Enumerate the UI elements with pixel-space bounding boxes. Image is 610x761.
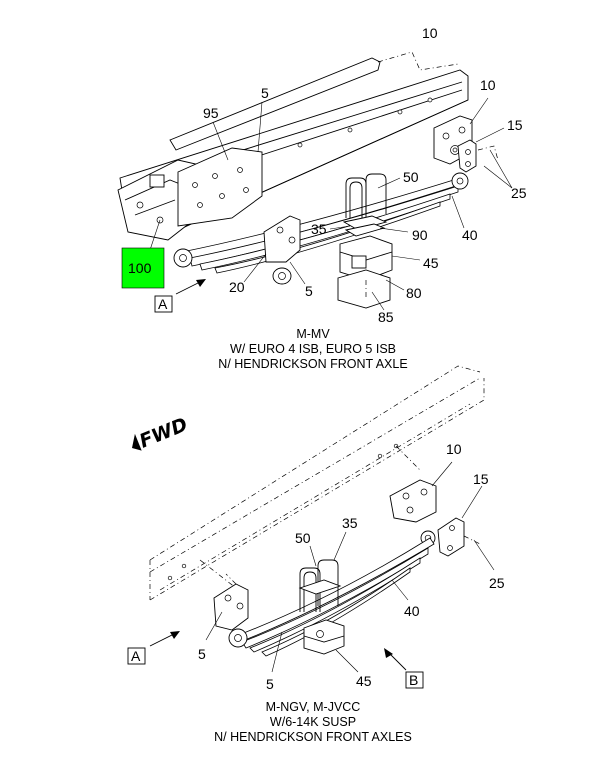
bottom-frame-rail — [149, 365, 485, 601]
top-plate-95 — [177, 147, 263, 227]
callout-90[interactable]: 90 — [412, 227, 428, 243]
top-caption-line-3: N/ HENDRICKSON FRONT AXLE — [218, 357, 407, 371]
bottom-axle-seat — [303, 619, 345, 655]
callout-50-bottom[interactable]: 50 — [295, 530, 311, 546]
callout-40[interactable]: 40 — [462, 227, 478, 243]
callout-45[interactable]: 45 — [423, 255, 439, 271]
callout-5-bottom-hanger[interactable]: 5 — [198, 646, 206, 662]
callout-25[interactable]: 25 — [511, 185, 527, 201]
top-axle-seat — [337, 235, 393, 309]
callout-95[interactable]: 95 — [203, 105, 219, 121]
callout-85[interactable]: 85 — [378, 309, 394, 325]
top-shackle — [457, 139, 499, 173]
callout-50[interactable]: 50 — [403, 169, 419, 185]
callout-10-top[interactable]: 10 — [422, 25, 438, 41]
callout-80[interactable]: 80 — [406, 285, 422, 301]
callout-25-bottom[interactable]: 25 — [489, 575, 505, 591]
callout-35[interactable]: 35 — [311, 221, 327, 237]
top-leader-lines — [149, 97, 513, 311]
bottom-u-bolts — [298, 559, 342, 612]
top-caption-line-2: W/ EURO 4 ISB, EURO 5 ISB — [230, 342, 396, 356]
callout-10-rear-hanger[interactable]: 10 — [480, 77, 496, 93]
fwd-label: FWD — [136, 414, 190, 453]
callout-45-bottom[interactable]: 45 — [356, 673, 372, 689]
top-front-hanger — [263, 215, 301, 285]
callout-15-bottom[interactable]: 15 — [473, 471, 489, 487]
bottom-shackle — [437, 517, 481, 557]
bottom-caption-line-2: W/6-14K SUSP — [270, 715, 356, 729]
bottom-rear-hanger — [389, 479, 437, 546]
view-label-a-top: A — [158, 296, 168, 312]
bottom-view-b: B — [384, 648, 424, 689]
bottom-leader-lines — [205, 461, 495, 673]
bottom-leaf-spring — [228, 537, 435, 657]
bottom-view-a: A — [127, 631, 180, 665]
callout-5-bottom-spring[interactable]: 5 — [266, 676, 274, 692]
callout-40-bottom[interactable]: 40 — [404, 603, 420, 619]
fwd-indicator: FWD — [132, 414, 191, 453]
bottom-caption-line-3: N/ HENDRICKSON FRONT AXLES — [214, 730, 412, 744]
top-spacer — [342, 215, 388, 237]
callout-35-bottom[interactable]: 35 — [342, 515, 358, 531]
highlight-box-100[interactable] — [121, 247, 165, 289]
callout-5-frame[interactable]: 5 — [261, 85, 269, 101]
top-leaf-spring — [173, 172, 469, 274]
bottom-front-hanger — [213, 573, 249, 631]
top-u-bolts — [345, 173, 387, 218]
callout-15[interactable]: 15 — [507, 117, 523, 133]
callout-5-hanger[interactable]: 5 — [305, 283, 313, 299]
view-label-b-bottom: B — [409, 672, 418, 688]
top-view-a: A — [154, 279, 206, 313]
callout-10-bottom[interactable]: 10 — [446, 441, 462, 457]
callout-100[interactable]: 100 — [128, 260, 152, 276]
bottom-assembly: 10 15 35 50 25 40 5 5 45 A B M-NGV, M-JV… — [127, 365, 505, 744]
top-assembly: 10 10 95 5 15 50 25 35 90 40 100 45 20 5… — [117, 25, 527, 371]
bottom-caption-line-1: M-NGV, M-JVCC — [266, 700, 361, 714]
callout-20[interactable]: 20 — [229, 279, 245, 295]
top-caption-line-1: M-MV — [296, 327, 330, 341]
view-label-a-bottom: A — [131, 648, 141, 664]
